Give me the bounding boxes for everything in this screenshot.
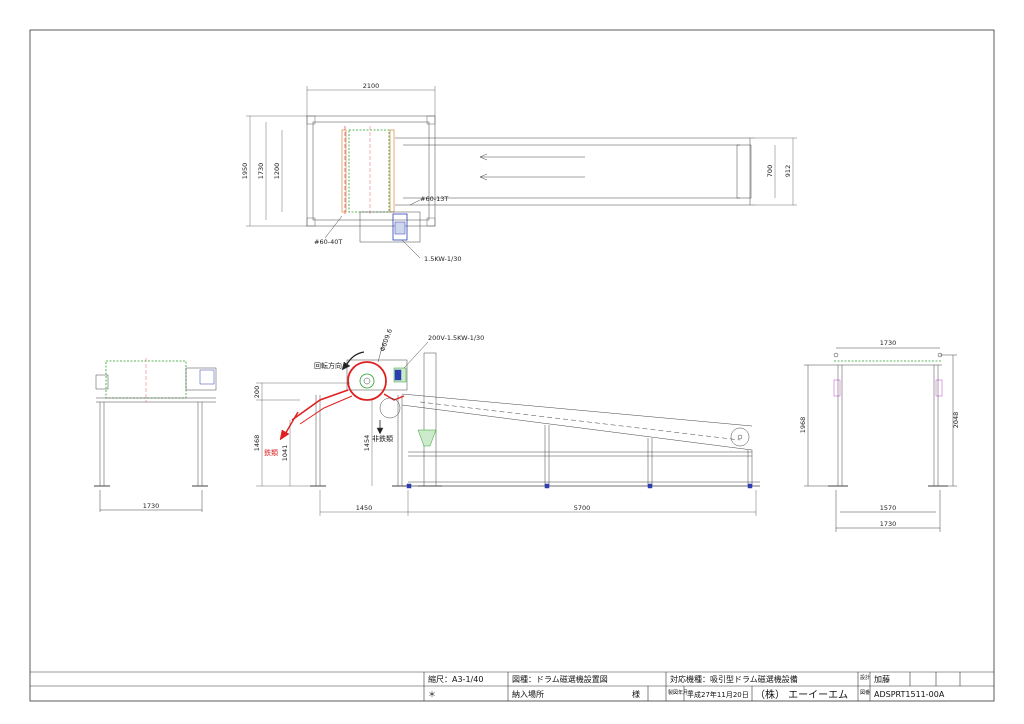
- plan-dim-belt: 700: [766, 165, 774, 177]
- title-block: [30, 671, 994, 701]
- plan-dim-frame: 912: [784, 165, 792, 177]
- title-date: 平成27年11月20日: [687, 690, 749, 699]
- title-mark: ＊: [428, 690, 436, 699]
- side-dim-200: 200: [253, 386, 261, 398]
- left-end-dim-width: 1730: [143, 502, 160, 510]
- side-view-dimensions: [256, 382, 757, 516]
- side-motor-label: 200V-1.5KW-1/30: [428, 334, 484, 342]
- plan-dim-length: 2100: [363, 82, 380, 90]
- title-drawing-no-label: 図番: [860, 689, 870, 696]
- title-honorific: 様: [632, 689, 640, 699]
- plan-dim-width-inner: 1200: [273, 163, 281, 180]
- right-end-dim-top: 1730: [880, 339, 897, 347]
- side-dim-1468: 1468: [253, 435, 261, 452]
- sheet-border: [29, 29, 995, 702]
- sprocket-large-label: #60-40T: [314, 238, 342, 246]
- title-design-label: 設計: [860, 674, 870, 681]
- side-dim-1450: 1450: [356, 504, 373, 512]
- right-end-view: [804, 347, 957, 532]
- plan-motor-label: 1.5KW-1/30: [424, 255, 461, 263]
- right-end-dim-height-left: 1968: [799, 417, 807, 434]
- side-view: [279, 339, 760, 489]
- left-end-view: [94, 358, 217, 512]
- title-designer: 加藤: [874, 674, 890, 684]
- drum-diameter-label: Φ609.6: [378, 328, 394, 353]
- side-dim-1041: 1041: [281, 445, 289, 462]
- title-equipment: 対応機種：吸引型ドラム磁選機設備: [670, 674, 798, 684]
- plan-dim-width-outer: 1950: [241, 163, 249, 180]
- title-scale: 縮尺：A3-1/40: [428, 674, 483, 684]
- title-delivery: 納入場所: [512, 689, 544, 699]
- plan-view-dimensions: [246, 86, 797, 227]
- title-company: （株） エーイーエム: [755, 688, 848, 701]
- plan-view: [306, 115, 755, 259]
- rotation-direction-label: 回転方向: [314, 361, 342, 370]
- sprocket-small-label: #60-13T: [420, 195, 448, 203]
- right-end-dim-bottom: 1730: [880, 520, 897, 528]
- side-dim-5700: 5700: [574, 504, 591, 512]
- title-drawing-type: 図種：ドラム磁選機設置図: [512, 674, 608, 684]
- title-drawing-no: ADSPRT1511-00A: [874, 690, 945, 699]
- title-date-label: 製図年月日: [668, 689, 693, 696]
- non-iron-label: 非鉄類: [372, 434, 393, 443]
- plan-dim-width-mid: 1730: [257, 163, 265, 180]
- right-end-dim-height-right: 2048: [952, 412, 960, 429]
- iron-label: 鉄類: [264, 448, 278, 457]
- right-end-dim-inner: 1570: [880, 504, 897, 512]
- side-dim-1454: 1454: [363, 435, 371, 452]
